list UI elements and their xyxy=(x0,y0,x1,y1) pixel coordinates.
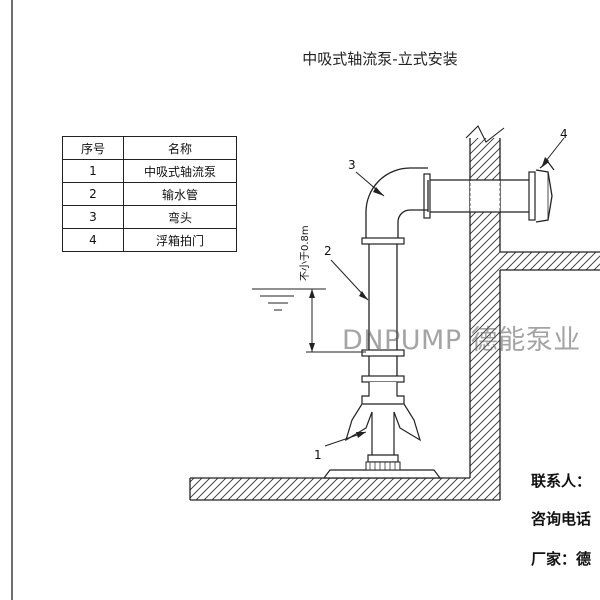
leader-lines xyxy=(324,137,565,447)
pump-body xyxy=(344,382,422,463)
callout-2: 2 xyxy=(324,244,332,258)
table-row: 2 输水管 xyxy=(62,182,237,206)
outlet-pipe xyxy=(423,171,536,221)
flap-gate xyxy=(535,161,555,223)
diagram-title: 中吸式轴流泵-立式安装 xyxy=(302,50,458,68)
elbow xyxy=(365,167,429,240)
floor-slab xyxy=(189,477,500,501)
table-header-row: 序号 名称 xyxy=(62,136,237,160)
water-level xyxy=(252,288,326,311)
table-header-name: 名称 xyxy=(123,136,237,160)
callout-3: 3 xyxy=(348,158,356,172)
phone-label: 咨询电话 xyxy=(531,510,592,528)
contact-person-label: 联系人： xyxy=(531,472,592,490)
table-cell: 3 xyxy=(62,205,124,229)
table-row: 4 浮箱拍门 xyxy=(62,228,237,252)
table-cell: 输水管 xyxy=(123,182,237,206)
parts-table: 序号 名称 1 中吸式轴流泵 2 输水管 3 弯头 4 浮箱拍门 xyxy=(62,136,237,252)
table-cell: 2 xyxy=(62,182,124,206)
table-header-number: 序号 xyxy=(62,136,124,160)
callout-4: 4 xyxy=(560,127,568,141)
table-cell: 浮箱拍门 xyxy=(123,228,237,252)
watermark-text: DNPUMP 德能泵业 xyxy=(342,325,581,356)
leader-arrows xyxy=(356,157,549,438)
callout-1: 1 xyxy=(314,448,322,462)
dimension-label: 不小于0.8m xyxy=(299,225,311,281)
table-cell: 1 xyxy=(62,159,124,183)
wall xyxy=(465,125,505,500)
table-cell: 中吸式轴流泵 xyxy=(123,159,237,183)
discharge-pipe xyxy=(361,237,405,383)
pump-base xyxy=(322,461,442,479)
table-row: 1 中吸式轴流泵 xyxy=(62,159,237,183)
upper-ledge xyxy=(500,251,600,271)
manufacturer-label: 厂家：德 xyxy=(531,550,592,568)
table-cell: 弯头 xyxy=(123,205,237,229)
table-row: 3 弯头 xyxy=(62,205,237,229)
dimension-line xyxy=(306,289,366,353)
table-cell: 4 xyxy=(62,228,124,252)
